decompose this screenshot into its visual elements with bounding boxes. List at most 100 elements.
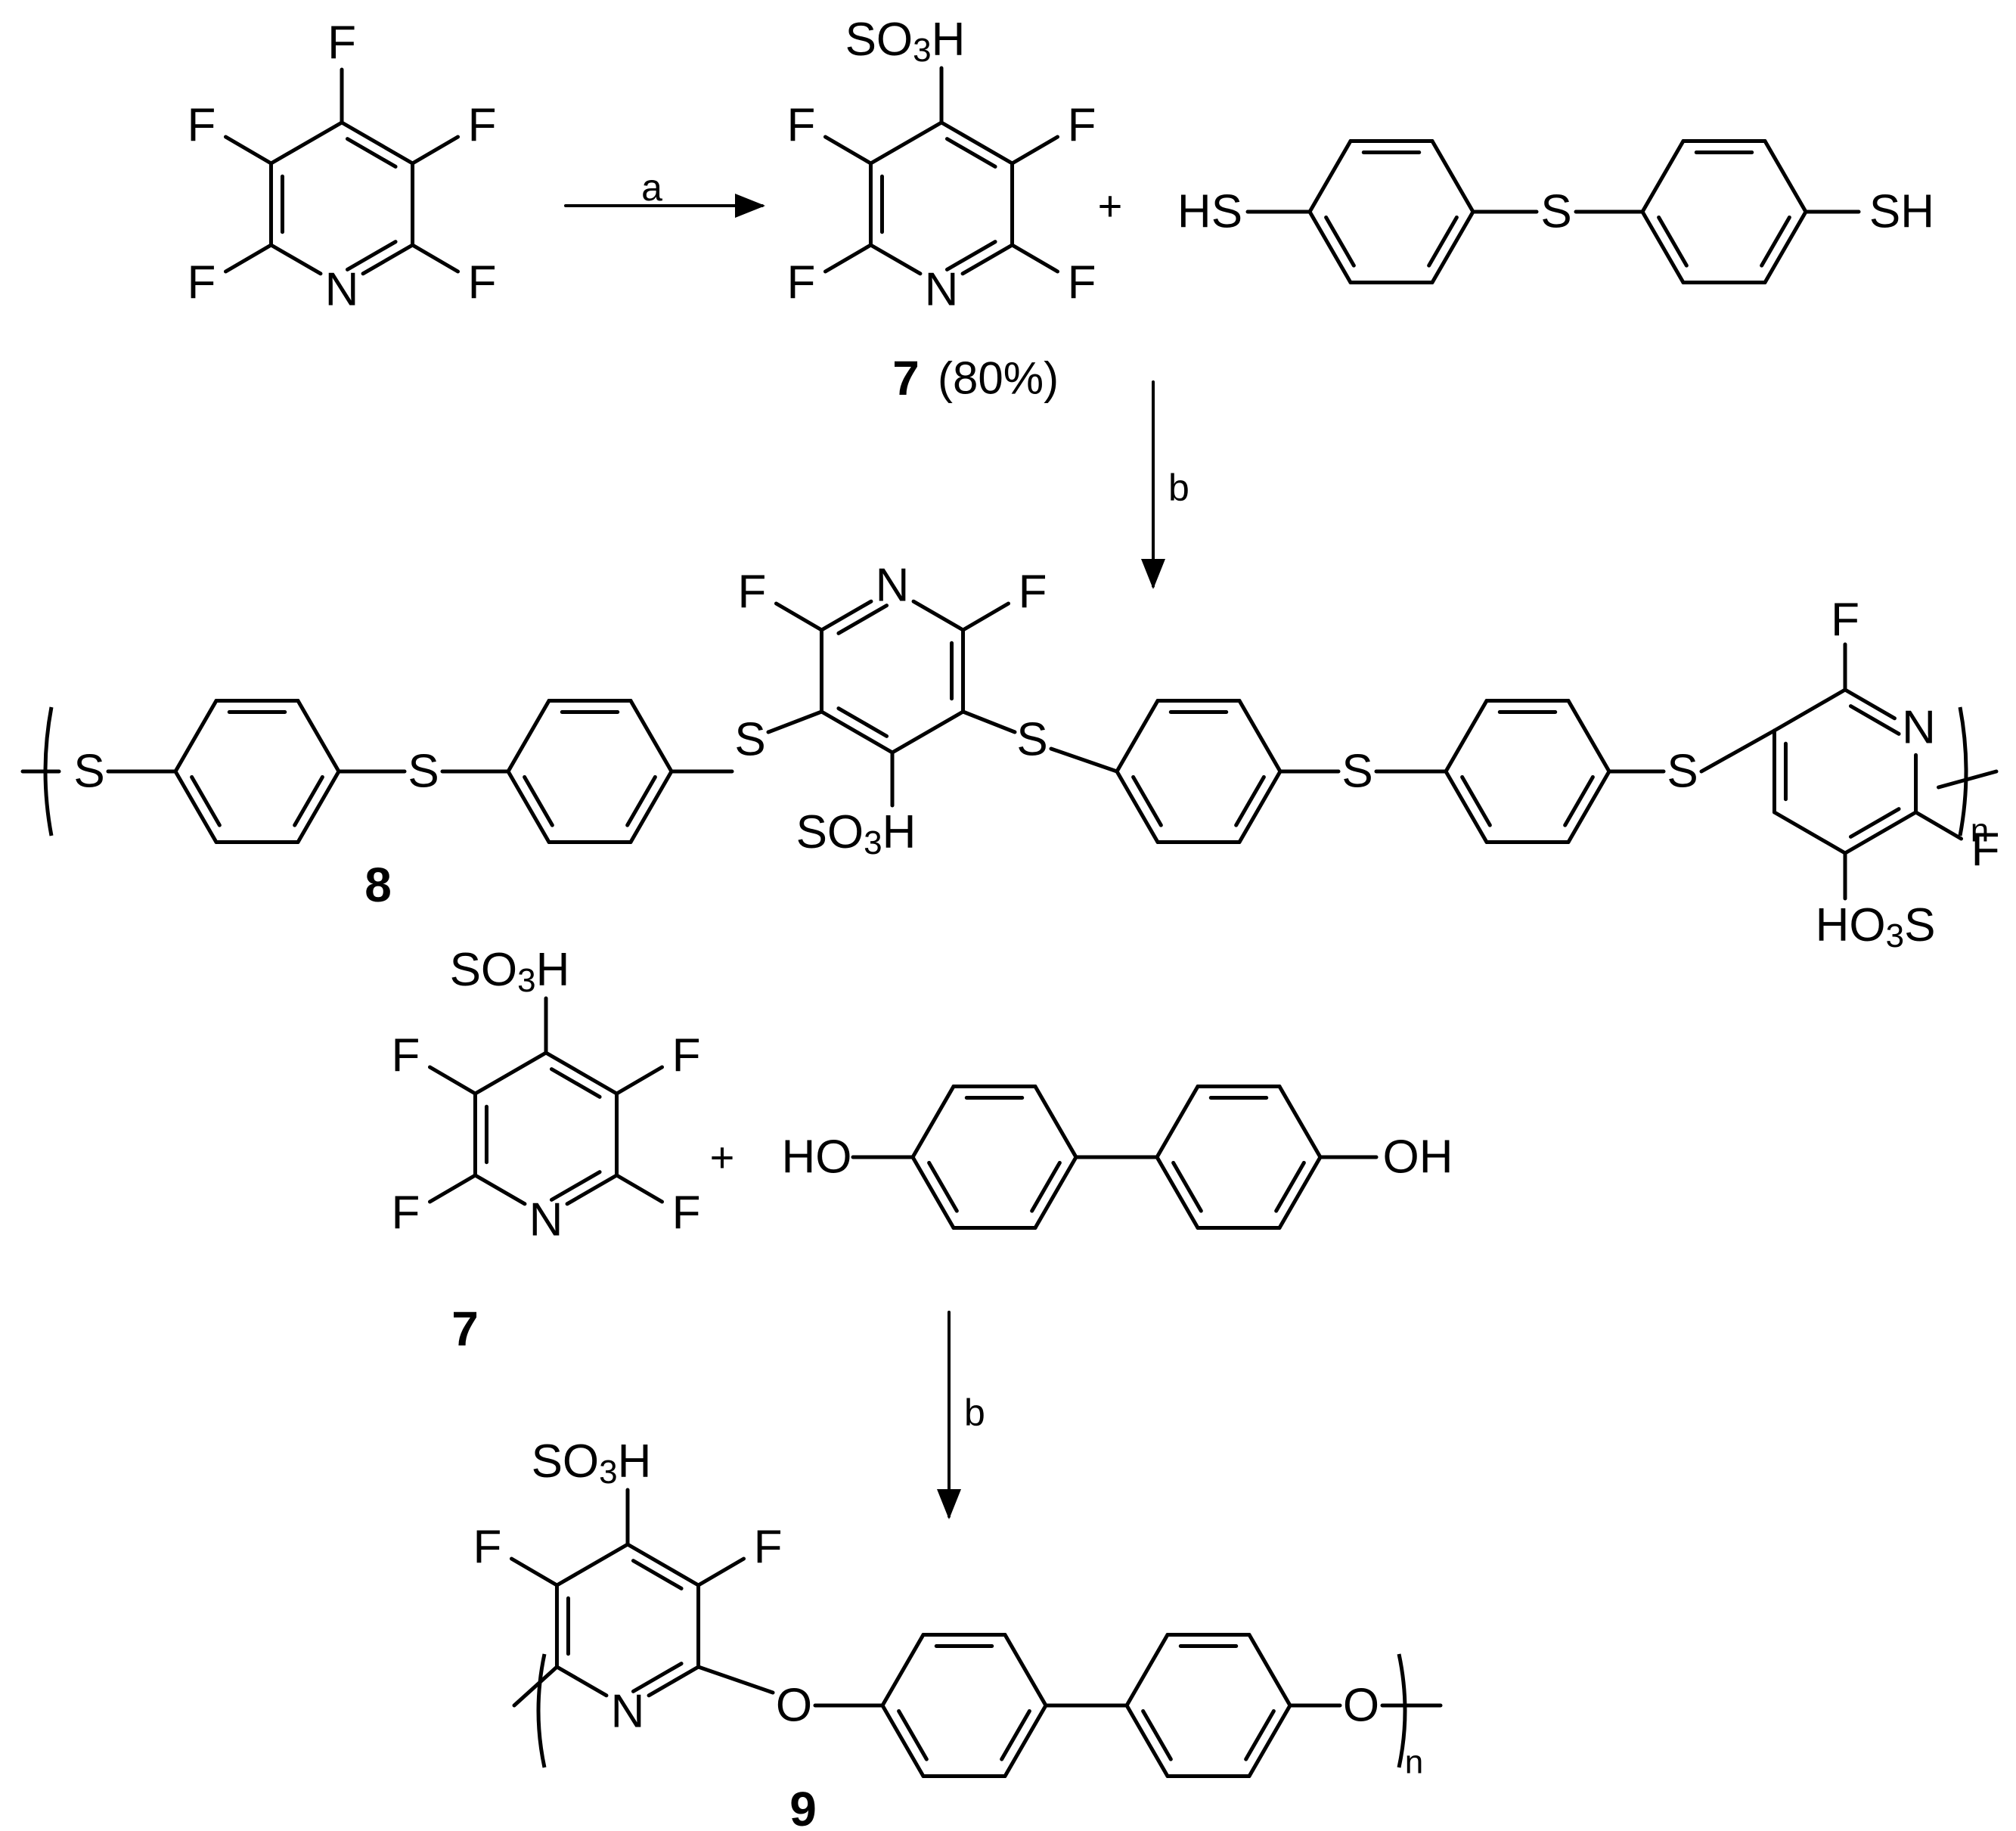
phenyl-ring-bond — [880, 1632, 926, 1708]
sulfide-sulfur: S — [73, 746, 104, 798]
phenyl-ring-bond — [506, 769, 551, 845]
c-f-bond — [615, 1065, 665, 1096]
phenyl-ring-bond — [1033, 1155, 1078, 1230]
sulfonic-acid-group: SO3H — [796, 806, 917, 861]
phenyl-ring-bond — [1277, 1084, 1323, 1159]
repeat-bracket-left — [536, 1653, 547, 1768]
polymer-9-pyridine-ring-double-bond — [631, 1559, 684, 1590]
phenyl-ring-bond — [1124, 1703, 1170, 1779]
phenyl-ring-double-bond — [1563, 774, 1595, 827]
phenyl-ring-bond — [1763, 209, 1808, 285]
phenyl-ring-bond — [1237, 698, 1282, 774]
c-f-bond — [223, 135, 273, 166]
phenyl-ring-bond — [1566, 769, 1611, 845]
polymer-8-pyridine-ring-bond — [819, 709, 895, 755]
fluorine-atom: F — [392, 1030, 420, 1082]
reagent-a-label: a — [641, 166, 662, 209]
phenyl-ring-bond — [628, 698, 674, 774]
phenyl-ring-bond — [1033, 1084, 1078, 1159]
fluorine-atom: F — [672, 1187, 701, 1240]
compound-7-label: 7 — [892, 351, 920, 405]
phenyl-ring-double-bond — [1141, 1708, 1173, 1761]
sulfonic-acid-group: SO3H — [845, 14, 966, 69]
compound-7-ring-bond — [868, 120, 944, 166]
fluorine-atom: F — [738, 566, 767, 619]
c-f-bond — [961, 601, 1011, 632]
pyridine-nitrogen: N — [611, 1686, 645, 1738]
c-s-bond — [1699, 728, 1776, 774]
phenyl-ring-bond — [1430, 138, 1475, 214]
c-s-bond — [1049, 746, 1119, 774]
repeat-unit-subscript: n — [1971, 812, 1989, 849]
reagent-b-label: b — [964, 1392, 985, 1434]
polymer-8-end-pyridine-ring-bond — [1843, 810, 1918, 855]
fluorine-atom: F — [1971, 824, 2000, 877]
repeat-unit-subscript: n — [1405, 1744, 1423, 1781]
phenyl-ring-bond — [506, 698, 551, 774]
polymer-8-end-pyridine-ring-bond — [1772, 810, 1847, 855]
polymer-8-pyridine-ring-bond — [890, 709, 966, 755]
phenyl-ring-double-bond — [1274, 1160, 1306, 1213]
polymer-9-pyridine-ring-double-bond — [631, 1662, 684, 1693]
c-f-bond — [411, 243, 461, 274]
plus-sign-1: + — [1098, 182, 1123, 230]
pyridine-nitrogen: N — [529, 1194, 563, 1246]
polymer-end-bond — [512, 1665, 559, 1708]
phenyl-ring-double-bond — [1460, 774, 1492, 827]
sulfide-sulfur: S — [408, 746, 439, 798]
bond-lines — [20, 66, 1999, 1779]
phenyl-ring-double-bond — [1171, 1160, 1203, 1213]
fluorine-atom: F — [787, 100, 816, 152]
compound-7-ring-bond — [868, 243, 923, 276]
phenyl-ring-double-bond — [625, 774, 657, 827]
phenyl-ring-double-bond — [1427, 215, 1459, 268]
pentafluoropyridine-ring-bond — [268, 120, 344, 166]
pentafluoropyridine-ring-bond — [361, 243, 415, 276]
phenyl-ring-bond — [1124, 1632, 1170, 1708]
phenyl-ring-double-bond — [1324, 215, 1356, 268]
phenyl-ring-bond — [1003, 1703, 1048, 1779]
phenyl-ring-bond — [296, 769, 341, 845]
sulfonic-acid-group: SO3H — [532, 1435, 652, 1491]
phenyl-ring-bond — [910, 1155, 956, 1230]
sulfonic-acid-group: SO3H — [450, 944, 570, 999]
thiol-group-left: HS — [1177, 186, 1242, 238]
compound-7-label: 7 — [451, 1302, 479, 1356]
c-s-bond — [766, 709, 823, 734]
polymer-8-pyridine-ring-double-bond — [836, 706, 889, 738]
compound-7-ring-bond — [960, 243, 1015, 276]
compound-8-label: 8 — [364, 858, 392, 912]
phenyl-ring-bond — [1155, 1084, 1200, 1159]
c-f-bond — [1010, 243, 1060, 274]
plus-sign-2: + — [710, 1134, 735, 1181]
polymer-8-end-pyridine-ring-double-bond — [1848, 704, 1901, 736]
fluorine-atom: F — [473, 1522, 502, 1574]
polymer-8-end-pyridine-ring-bond — [1772, 687, 1847, 733]
fluorine-atom: F — [1068, 100, 1096, 152]
sulfide-sulfur: S — [1016, 714, 1047, 766]
sulfide-sulfur: S — [1540, 186, 1571, 238]
fluorine-atom: F — [1831, 594, 1859, 647]
phenyl-ring-bond — [173, 698, 219, 774]
sulfide-sulfur: S — [734, 714, 765, 766]
c-f-bond — [774, 601, 823, 632]
phenyl-ring-double-bond — [1244, 1708, 1276, 1761]
compound-7-ring-bond — [939, 120, 1015, 166]
pyridine-nitrogen: N — [925, 264, 959, 316]
phenyl-ring-bond — [1115, 769, 1160, 845]
phenyl-ring-double-bond — [1030, 1160, 1062, 1213]
phenyl-ring-double-bond — [523, 774, 554, 827]
phenyl-ring-double-bond — [1000, 1708, 1031, 1761]
phenyl-ring-bond — [1640, 138, 1686, 214]
c-f-bond — [823, 135, 873, 166]
c-f-bond — [1010, 135, 1060, 166]
sulfide-sulfur: S — [1667, 746, 1698, 798]
pyridine-nitrogen: N — [325, 264, 359, 316]
phenyl-ring-bond — [173, 769, 219, 845]
phenyl-ring-bond — [880, 1703, 926, 1779]
phenyl-ring-bond — [1307, 209, 1353, 285]
c-f-bond — [823, 243, 873, 274]
hydroxyl-group-left: HO — [782, 1131, 852, 1184]
phenyl-ring-bond — [1444, 698, 1489, 774]
